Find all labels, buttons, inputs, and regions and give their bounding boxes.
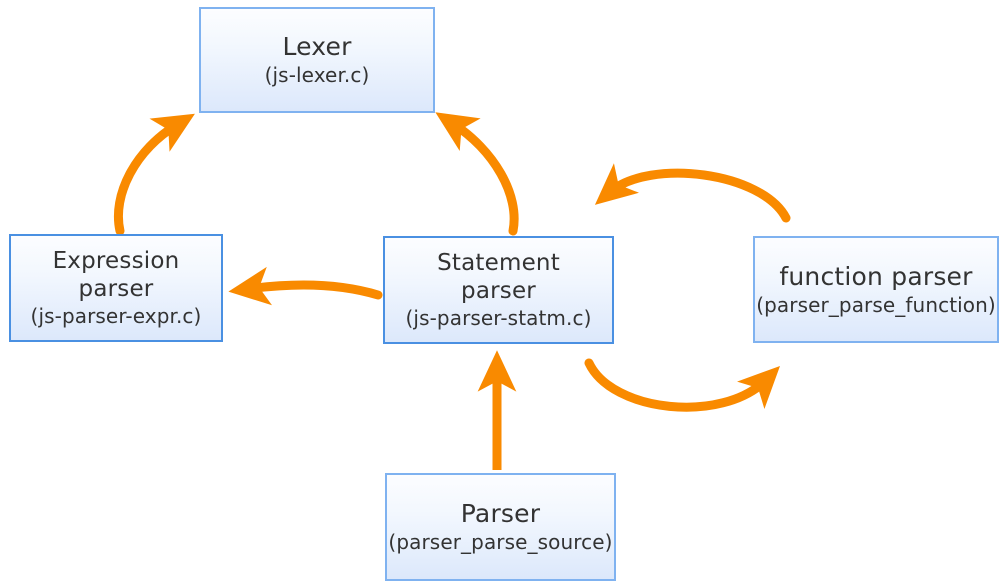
edge-expression-to-lexer [114,113,195,236]
edge-statement-to-function [584,358,781,412]
node-expression-parser[interactable]: Expression parser (js-parser-expr.c) [9,234,223,342]
edge-statement-to-expression [228,266,383,306]
node-statement-parser-title-line1: Statement [437,250,560,276]
node-expression-parser-subtitle: (js-parser-expr.c) [30,304,202,328]
node-statement-parser-title-line2: parser [461,278,536,304]
edge-statement-to-lexer [435,112,519,236]
node-parser[interactable]: Parser (parser_parse_source) [385,473,616,581]
node-function-parser[interactable]: function parser (parser_parse_function) [753,236,999,343]
node-expression-parser-title-line1: Expression [52,248,180,274]
node-function-parser-subtitle: (parser_parse_function) [756,292,996,317]
node-lexer-title: Lexer [282,32,352,61]
edge-function-to-statement [594,163,791,223]
node-statement-parser[interactable]: Statement parser (js-parser-statm.c) [383,236,614,344]
node-statement-parser-subtitle: (js-parser-statm.c) [405,306,592,330]
node-parser-subtitle: (parser_parse_source) [388,530,613,554]
node-expression-parser-title-line2: parser [78,276,154,302]
node-function-parser-title: function parser [779,261,973,291]
node-parser-title: Parser [460,499,541,528]
node-lexer[interactable]: Lexer (js-lexer.c) [199,7,435,113]
node-lexer-subtitle: (js-lexer.c) [264,63,370,87]
